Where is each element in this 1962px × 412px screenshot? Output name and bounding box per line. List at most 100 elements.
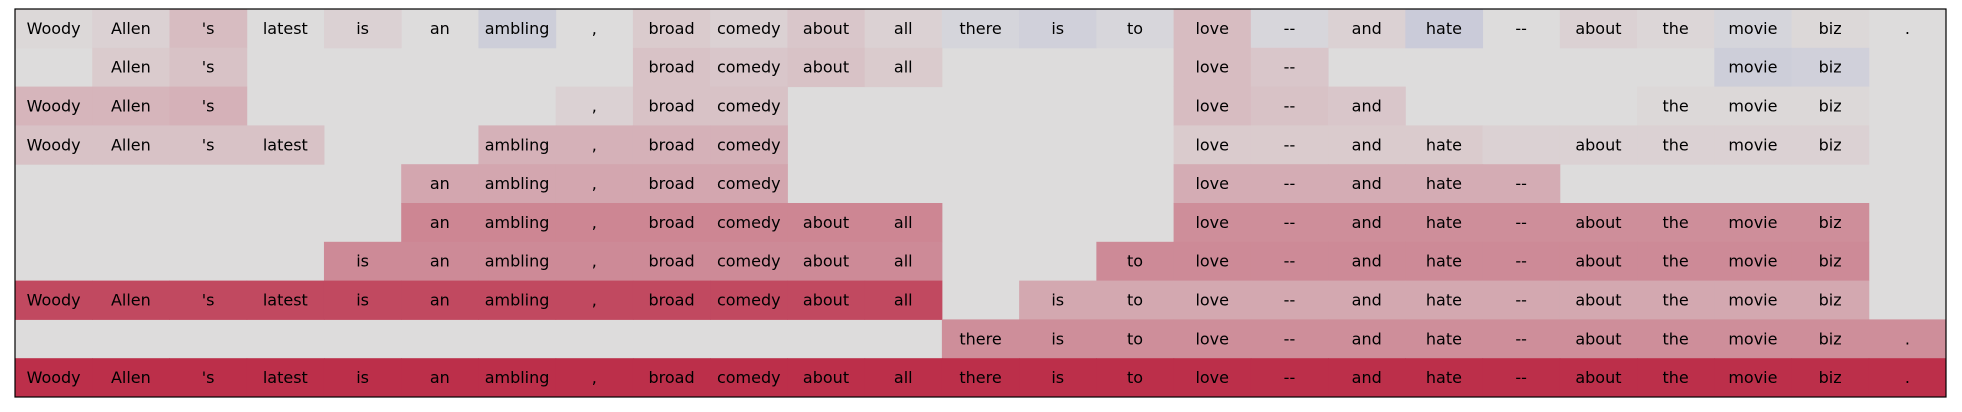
heatmap-cell [941,9,1020,49]
token-label: . [1905,368,1910,387]
token-label: -- [1515,19,1527,38]
heatmap-cell [632,47,711,88]
token-label: 's [202,135,215,154]
token-label: , [592,252,597,271]
token-label: love [1195,19,1229,38]
token-label: ambling [485,252,550,271]
token-label: , [592,291,597,310]
heatmap-cell [864,9,943,49]
token-label: -- [1284,58,1296,77]
token-label: an [430,174,450,193]
token-label: the [1663,329,1689,348]
heatmap-cell [1714,319,1793,359]
token-label: about [803,368,849,387]
token-label: all [894,19,913,38]
token-label: love [1195,291,1229,310]
heatmap-cell [1714,86,1793,126]
heatmap-cell [1791,9,1870,49]
heatmap-cell [1096,319,1175,359]
token-label: comedy [717,19,781,38]
heatmap-cell [1173,319,1252,359]
heatmap-cell [1637,319,1715,359]
token-label: ambling [485,368,550,387]
heatmap-cells [15,9,1947,398]
token-label: -- [1515,252,1527,271]
token-label: to [1127,329,1143,348]
heatmap-cell [1328,203,1406,243]
token-label: about [803,252,849,271]
heatmap-cell [1791,203,1870,243]
heatmap-cell [710,164,788,204]
heatmap-cell [246,125,325,165]
token-label: is [356,19,369,38]
token-label: comedy [717,213,781,232]
heatmap-cell [1637,125,1715,165]
heatmap-cell [1559,9,1638,49]
token-label: biz [1819,19,1842,38]
heatmap-cell [1096,241,1175,282]
heatmap-cell [1096,9,1175,49]
token-label: Allen [111,368,151,387]
token-label: is [356,291,369,310]
heatmap-cell [169,9,248,49]
token-label: -- [1284,135,1296,154]
heatmap-cell [1637,203,1715,243]
token-label: latest [263,291,308,310]
heatmap-cell [555,280,634,320]
token-label: love [1195,174,1229,193]
heatmap-cell [787,203,866,243]
token-label: hate [1426,291,1462,310]
token-label: -- [1515,291,1527,310]
token-label: Allen [111,291,151,310]
token-label: Woody [27,97,81,116]
token-label: ambling [485,174,550,193]
token-label: movie [1728,368,1777,387]
token-label: an [430,19,450,38]
token-label: hate [1426,329,1462,348]
token-label: hate [1426,213,1462,232]
token-label: broad [648,135,694,154]
token-label: hate [1426,368,1462,387]
token-label: -- [1284,329,1296,348]
token-label: there [959,329,1001,348]
heatmap-cell [1328,358,1406,398]
heatmap-cell [555,125,634,165]
heatmap-cell [1559,358,1638,398]
token-label: movie [1728,329,1777,348]
token-label: to [1127,252,1143,271]
heatmap-cell [1791,319,1870,359]
heatmap-cell [787,280,866,320]
token-label: latest [263,19,308,38]
token-label: Allen [111,135,151,154]
heatmap-cell [1791,241,1870,282]
heatmap-cell [478,280,557,320]
token-label: love [1195,213,1229,232]
heatmap-cell [1559,280,1638,320]
token-label: comedy [717,252,781,271]
heatmap-cell [401,280,479,320]
heatmap-cell [710,125,788,165]
heatmap-cell [555,358,634,398]
heatmap-cell [555,241,634,282]
heatmap-cell [1714,241,1793,282]
token-label: -- [1515,174,1527,193]
token-label: and [1352,97,1382,116]
heatmap-cell [478,125,557,165]
heatmap-cell [15,9,93,49]
heatmap-cell [478,164,557,204]
heatmap-cell [1637,358,1715,398]
heatmap-cell [169,125,248,165]
token-label: biz [1819,291,1842,310]
token-label: the [1663,252,1689,271]
heatmap-cell [632,164,711,204]
heatmap-cell [555,86,634,126]
token-label: to [1127,291,1143,310]
token-label: Allen [111,58,151,77]
heatmap-cell [1405,9,1484,49]
token-label: movie [1728,19,1777,38]
heatmap-cell [323,9,402,49]
plot-border [14,8,1947,398]
token-label: Woody [27,135,81,154]
token-label: the [1663,19,1689,38]
